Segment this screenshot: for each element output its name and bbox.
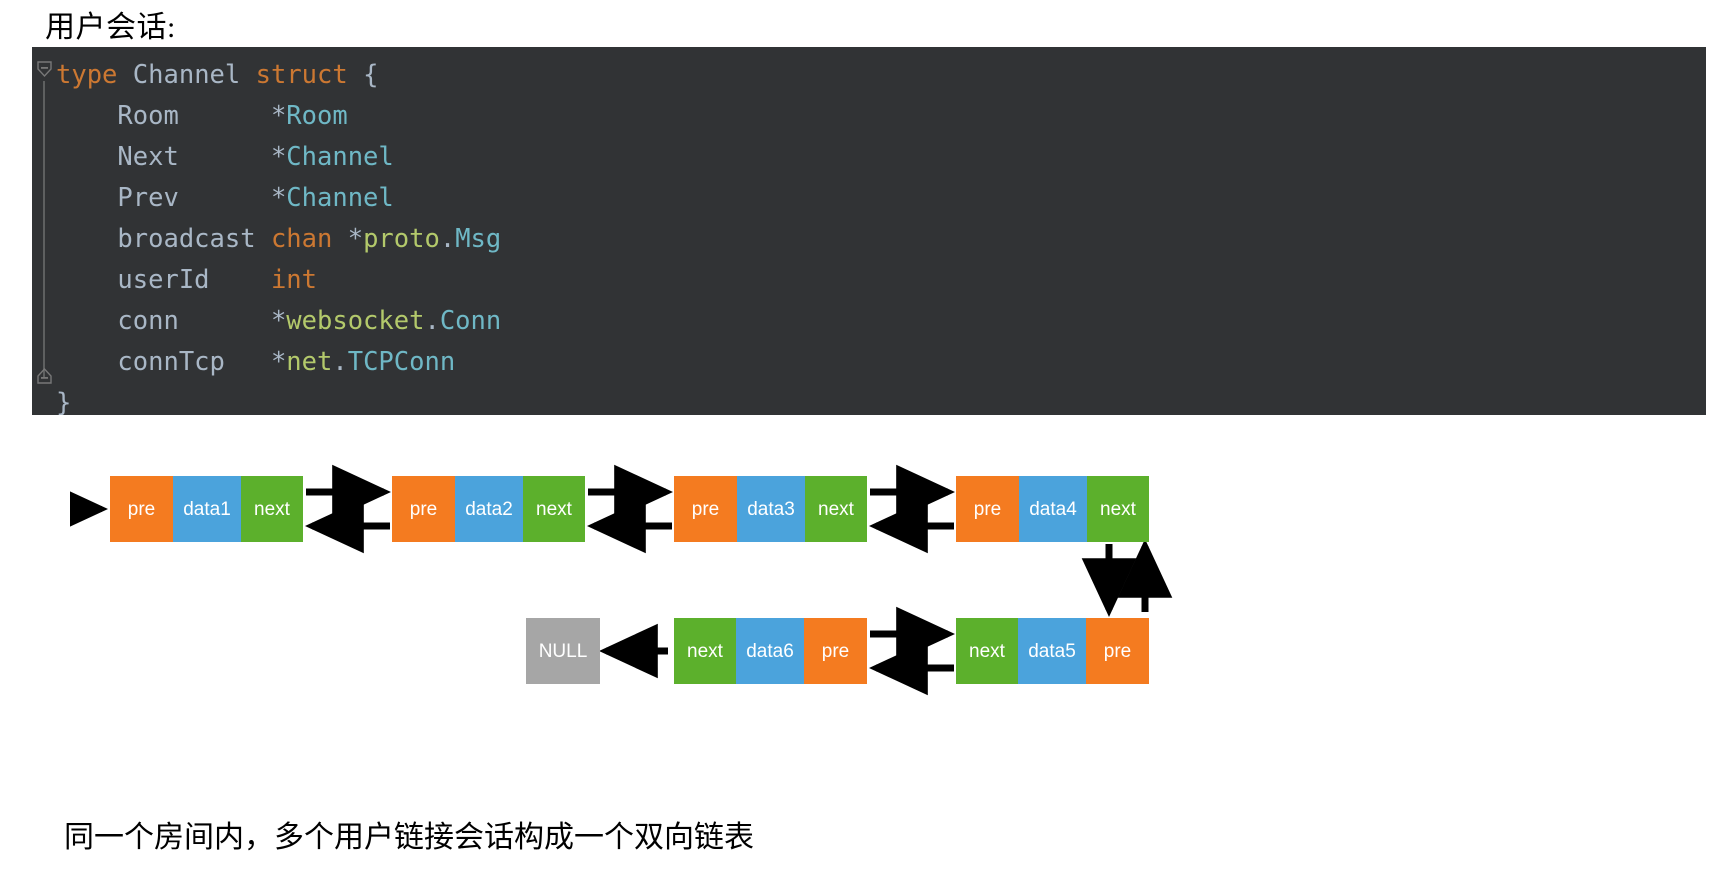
node-cell-next: next — [1087, 476, 1149, 542]
node-cell-pre: pre — [804, 618, 867, 684]
code-token: userId — [56, 265, 271, 295]
list-node-nnull: NULL — [526, 618, 600, 684]
code-block: type Channel struct { Room *Room Next *C… — [32, 47, 1706, 415]
code-token: Next — [56, 142, 271, 172]
fold-collapse-icon-bottom[interactable] — [36, 367, 53, 384]
code-token: Prev — [56, 183, 271, 213]
code-token: connTcp — [56, 347, 271, 377]
code-token: Msg — [455, 224, 502, 254]
code-token: . — [439, 224, 456, 254]
node-cell-data: data3 — [737, 476, 805, 542]
node-cell-next: next — [241, 476, 303, 542]
code-line: } — [56, 383, 501, 415]
code-token: * — [347, 224, 364, 254]
diagram-caption: 同一个房间内，多个用户链接会话构成一个双向链表 — [64, 821, 754, 854]
code-token: Channel — [286, 183, 394, 213]
code-token: struct — [255, 60, 348, 90]
node-cell-next: next — [674, 618, 736, 684]
code-token — [348, 60, 363, 90]
code-token: Channel — [286, 142, 394, 172]
code-token — [117, 60, 132, 90]
code-token: Conn — [439, 306, 502, 336]
code-line: connTcp *net.TCPConn — [56, 342, 501, 383]
code-token — [240, 60, 255, 90]
code-line: userId int — [56, 260, 501, 301]
node-cell-pre: pre — [392, 476, 455, 542]
code-token: } — [56, 388, 72, 415]
code-token: * — [270, 142, 287, 172]
node-cell-pre: pre — [956, 476, 1019, 542]
code-token: net — [286, 347, 333, 377]
code-token: type — [56, 60, 118, 90]
code-line: Room *Room — [56, 96, 501, 137]
node-cell-data: data4 — [1019, 476, 1087, 542]
code-token: * — [270, 101, 287, 131]
node-cell-pre: pre — [1086, 618, 1149, 684]
node-cell-next: next — [805, 476, 867, 542]
code-token: websocket — [286, 306, 425, 336]
fold-collapse-icon-top[interactable] — [36, 61, 53, 78]
node-cell-data: data6 — [736, 618, 804, 684]
node-cell-data: data5 — [1018, 618, 1086, 684]
node-cell-pre: pre — [674, 476, 737, 542]
code-content[interactable]: type Channel struct { Room *Room Next *C… — [56, 55, 501, 415]
code-token: . — [332, 347, 348, 377]
code-token: int — [270, 265, 317, 295]
node-cell-null: NULL — [526, 618, 600, 684]
code-line: broadcast chan *proto.Msg — [56, 219, 501, 260]
code-token: chan — [270, 224, 333, 254]
code-token — [332, 224, 347, 254]
code-line: Next *Channel — [56, 137, 501, 178]
code-line: conn *websocket.Conn — [56, 301, 501, 342]
node-cell-data: data1 — [173, 476, 241, 542]
code-token: proto — [363, 224, 440, 254]
code-token: * — [270, 306, 287, 336]
code-token: { — [363, 60, 379, 90]
code-line: type Channel struct { — [56, 55, 501, 96]
code-gutter — [32, 47, 56, 415]
code-token: Channel — [132, 60, 241, 90]
code-fold-line — [43, 81, 45, 377]
code-token: Room — [56, 101, 271, 131]
page-title: 用户会话: — [45, 11, 176, 44]
node-cell-next: next — [523, 476, 585, 542]
code-token: . — [424, 306, 440, 336]
node-cell-next: next — [956, 618, 1018, 684]
code-token: * — [270, 183, 287, 213]
code-token: broadcast — [56, 224, 271, 254]
node-cell-data: data2 — [455, 476, 523, 542]
code-token: Room — [286, 101, 348, 131]
code-line: Prev *Channel — [56, 178, 501, 219]
code-token: conn — [56, 306, 271, 336]
code-token: TCPConn — [347, 347, 456, 377]
code-token: * — [270, 347, 287, 377]
node-cell-pre: pre — [110, 476, 173, 542]
